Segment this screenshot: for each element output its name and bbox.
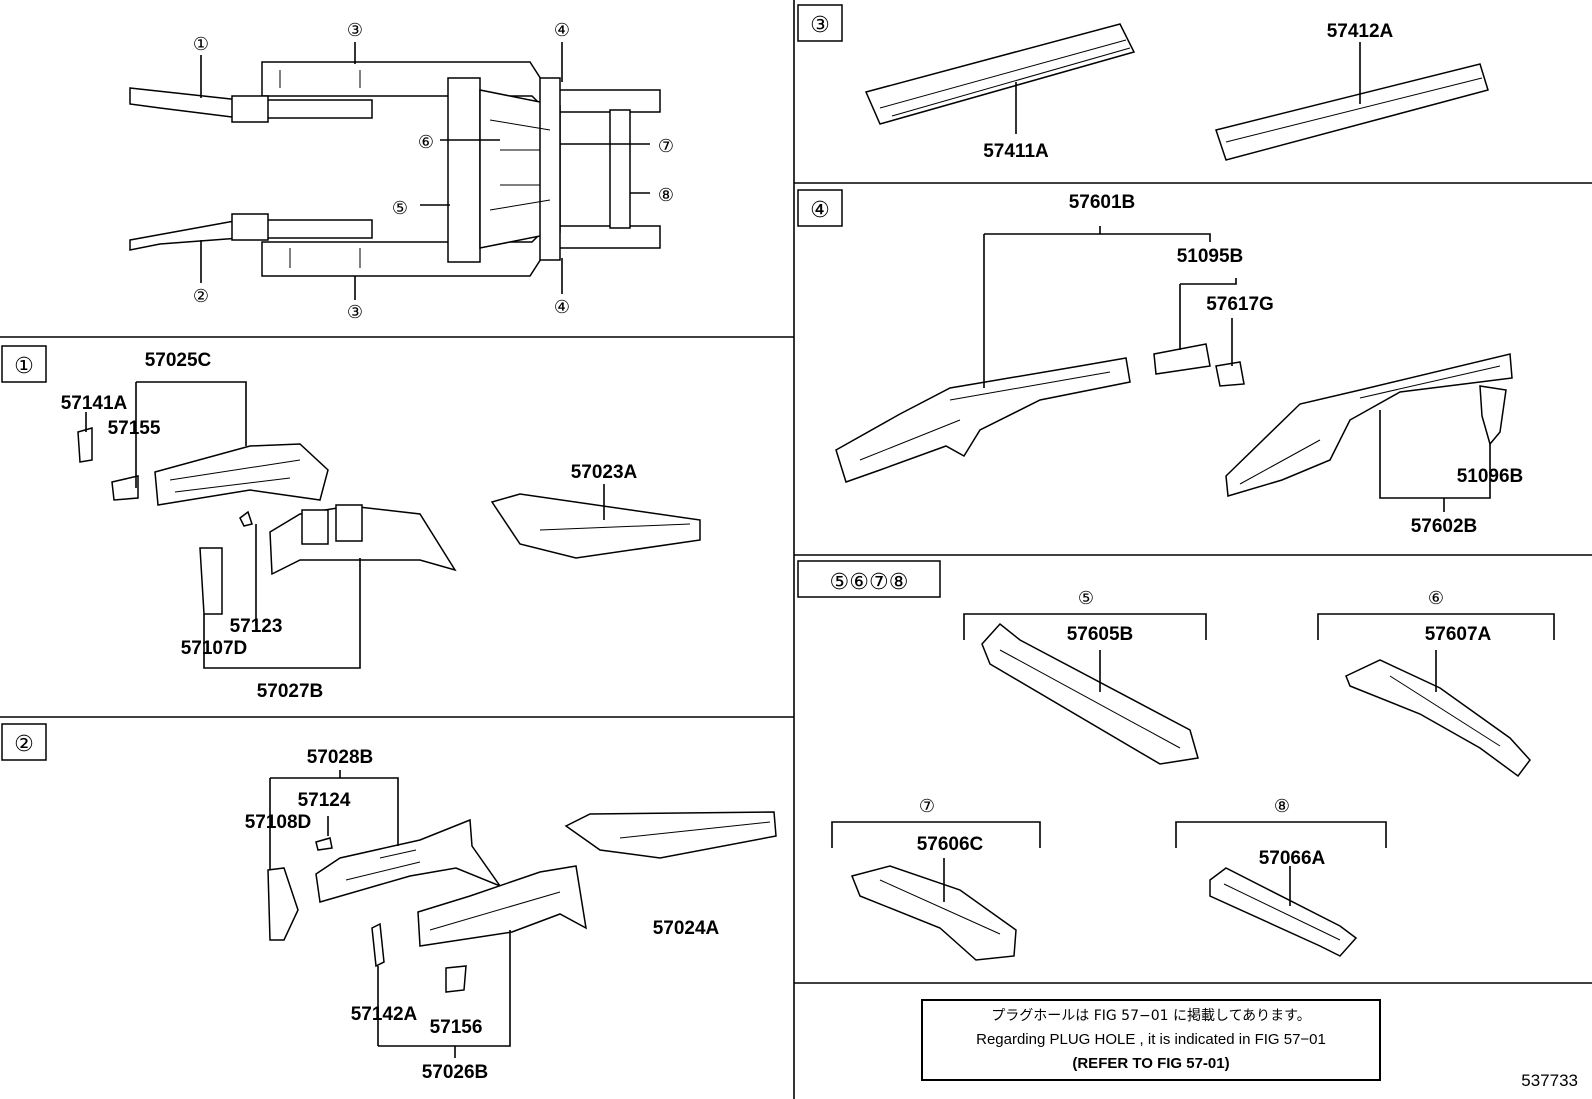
part-label: 57617G <box>1206 294 1274 315</box>
part-label: 57108D <box>245 812 312 833</box>
section-3-labels: 57412A 57411A <box>983 21 1393 162</box>
callout-5: ⑤ <box>392 198 408 219</box>
part-label: 57155 <box>108 418 161 439</box>
overview-frame-drawing <box>129 61 661 277</box>
part-label: 57028B <box>307 747 374 768</box>
section-1-leaders <box>85 381 605 669</box>
section-4-labels: 57601B 51095B 57617G 51096B 57602B <box>1069 192 1524 537</box>
part-label: 57601B <box>1069 192 1136 213</box>
part-label: 57156 <box>430 1017 483 1038</box>
part-label: 57142A <box>351 1004 418 1025</box>
part-label: 57027B <box>257 681 324 702</box>
part-label: 57606C <box>917 834 984 855</box>
section-3-tag: ③ <box>797 4 843 42</box>
note-english: Regarding PLUG HOLE , it is indicated in… <box>976 1031 1326 1048</box>
part-label: 57607A <box>1425 624 1492 645</box>
svg-text:⑤⑥⑦⑧: ⑤⑥⑦⑧ <box>830 570 909 595</box>
section-5678-tag: ⑤⑥⑦⑧ <box>797 560 941 598</box>
overview-callouts: ① ② ③ ③ ④ ④ ⑤ ⑥ ⑦ ⑧ <box>193 20 674 323</box>
section-2-tag: ② <box>1 723 47 761</box>
part-label: 57411A <box>983 141 1049 162</box>
overview-leaders <box>200 42 650 300</box>
part-label: 51096B <box>1457 466 1524 487</box>
section-4-parts <box>835 343 1513 497</box>
part-label: 57605B <box>1067 624 1134 645</box>
section-3-leaders <box>1015 42 1361 134</box>
part-label: 57602B <box>1411 516 1478 537</box>
callout-1-top: ① <box>193 34 209 55</box>
callout-7-header: ⑦ <box>919 796 935 817</box>
note-japanese: プラグホールは FIG 57−01 に掲載してあります。 <box>991 1008 1311 1024</box>
section-2-leaders <box>269 770 511 1058</box>
note-refer: (REFER TO FIG 57-01) <box>1072 1055 1230 1072</box>
section-4-leaders <box>983 226 1491 512</box>
callout-8-header: ⑧ <box>1274 796 1290 817</box>
section-1-parts <box>77 427 701 615</box>
section-2-parts <box>267 811 777 993</box>
svg-text:④: ④ <box>810 198 830 223</box>
svg-text:①: ① <box>14 354 34 379</box>
part-label: 57024A <box>653 918 720 939</box>
section-5678-callouts: ⑤ ⑥ ⑦ ⑧ <box>919 588 1444 817</box>
callout-4-bottom: ④ <box>554 297 570 318</box>
section-4-tag: ④ <box>797 189 843 227</box>
section-2-labels: 57028B 57124 57108D 57024A 57142A 57156 … <box>245 747 720 1083</box>
section-1-labels: 57025C 57141A 57155 57023A 57123 57107D … <box>61 350 638 702</box>
callout-8: ⑧ <box>658 185 674 206</box>
part-label: 51095B <box>1177 246 1244 267</box>
callout-6: ⑥ <box>418 132 434 153</box>
callout-2-bottom: ② <box>193 286 209 307</box>
figure-number: 537733 <box>1521 1071 1578 1090</box>
section-5678-labels: 57605B 57607A 57606C 57066A <box>917 624 1492 869</box>
part-label: 57141A <box>61 393 128 414</box>
section-5678-leaders <box>943 650 1437 906</box>
reference-note: プラグホールは FIG 57−01 に掲載してあります。 Regarding P… <box>921 999 1381 1081</box>
section-5678-parts <box>850 622 1531 961</box>
part-label: 57066A <box>1259 848 1326 869</box>
callout-3-bottom: ③ <box>347 302 363 323</box>
part-label: 57023A <box>571 462 638 483</box>
callout-4-top: ④ <box>554 20 570 41</box>
svg-text:③: ③ <box>810 13 830 38</box>
callout-3-top: ③ <box>347 20 363 41</box>
part-label: 57025C <box>145 350 212 371</box>
section-1-tag: ① <box>1 345 47 383</box>
callout-7: ⑦ <box>658 136 674 157</box>
section-3-parts <box>864 23 1489 161</box>
callout-6-header: ⑥ <box>1428 588 1444 609</box>
part-label: 57124 <box>298 790 351 811</box>
part-label: 57412A <box>1327 21 1394 42</box>
section-5678-brackets <box>831 613 1555 848</box>
part-label: 57123 <box>230 616 283 637</box>
svg-text:②: ② <box>14 732 34 757</box>
callout-5-header: ⑤ <box>1078 588 1094 609</box>
part-label: 57107D <box>181 638 248 659</box>
part-label: 57026B <box>422 1062 489 1083</box>
